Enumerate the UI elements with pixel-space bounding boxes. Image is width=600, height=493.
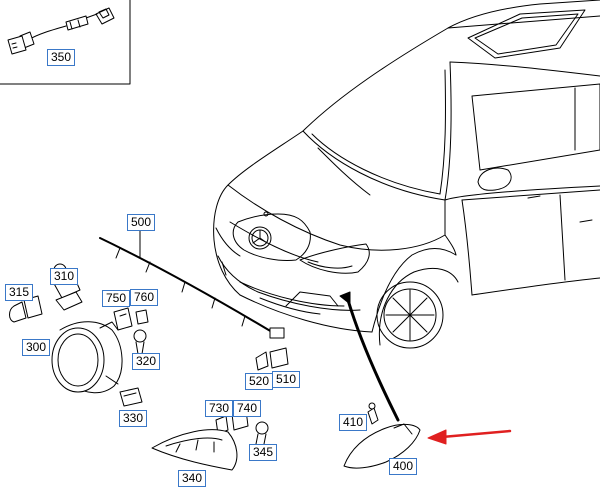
callout-315[interactable]: 315 [5,284,34,301]
parts-520-510-illustration [255,347,289,371]
callout-350[interactable]: 350 [47,49,76,66]
inset-box [0,0,131,85]
callout-750[interactable]: 750 [102,290,131,307]
bulb-410-illustration [367,402,379,425]
callout-330[interactable]: 330 [119,410,148,427]
callout-310[interactable]: 310 [50,268,79,285]
car-illustration [213,0,600,422]
callout-340[interactable]: 340 [178,470,207,487]
callout-760[interactable]: 760 [130,289,159,306]
callout-320[interactable]: 320 [132,353,161,370]
clip-330-illustration [119,387,143,407]
callout-300[interactable]: 300 [22,339,51,356]
callout-500[interactable]: 500 [127,214,156,231]
screw-345-illustration [255,421,269,445]
callout-345[interactable]: 345 [249,444,278,461]
fog-light-illustration [51,321,123,394]
side-marker-lamp-illustration [343,423,421,469]
callout-740[interactable]: 740 [233,400,262,417]
connector-cable-illustration [7,7,115,55]
bulb-315-illustration [9,295,43,323]
trim-340-illustration [151,429,238,471]
callout-730[interactable]: 730 [205,400,234,417]
screw-320-illustration [133,329,147,355]
wiring-harness-illustration [99,227,285,339]
callout-400[interactable]: 400 [389,458,418,475]
clips-750-760-illustration [113,307,149,331]
callout-520[interactable]: 520 [245,373,274,390]
callout-510[interactable]: 510 [272,371,301,388]
red-indicator-arrow [427,429,512,445]
callout-410[interactable]: 410 [339,414,368,431]
